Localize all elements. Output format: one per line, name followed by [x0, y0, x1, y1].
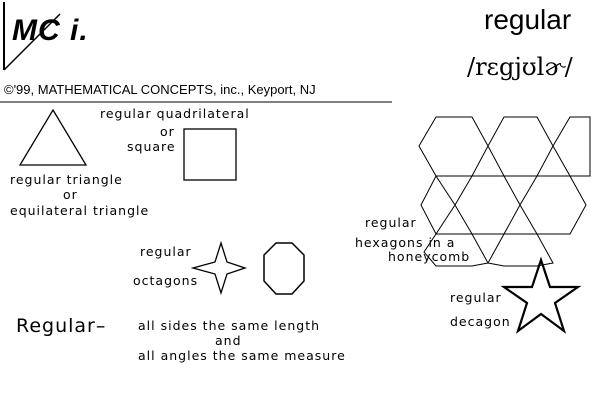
hex-label-1: regular — [365, 215, 417, 230]
tri-label-2: or — [63, 187, 78, 202]
honeycomb — [418, 116, 591, 267]
hexagon-cell — [418, 116, 489, 177]
oct-label-2: octagons — [133, 273, 199, 288]
hexagon-cell — [423, 233, 489, 267]
definition-line-3: all angles the same measure — [138, 348, 346, 363]
hex-label-3: honeycomb — [388, 249, 471, 264]
hexagon-cell — [487, 233, 554, 267]
oct-label-1: regular — [140, 244, 192, 259]
dec-label-1: regular — [450, 290, 502, 305]
logo-text: MC i. — [12, 14, 89, 47]
hexagon-cell — [519, 175, 587, 235]
copyright: ©'99, MATHEMATICAL CONCEPTS, inc., Keypo… — [4, 82, 316, 97]
hexagon-cell — [487, 116, 554, 177]
hexagon-cell — [420, 175, 456, 235]
logo-diagonal — [3, 13, 61, 71]
tri-label-3: equilateral triangle — [10, 203, 150, 218]
square-shape — [183, 128, 237, 181]
pronunciation: /rɛgjʊlɚ/ — [467, 53, 573, 81]
dec-label-2: decagon — [450, 314, 511, 329]
quad-label-1: regular quadrilateral — [100, 106, 250, 121]
tri-label-1: regular triangle — [10, 172, 123, 187]
definition-line-1: all sides the same length — [138, 318, 321, 333]
entry-word: regular — [484, 4, 572, 35]
definition-line-2: and — [215, 333, 242, 348]
hexagon-cell — [454, 175, 521, 235]
triangle-shape — [18, 108, 88, 166]
definition-term: Regular– — [16, 315, 107, 337]
hexagon-cell — [552, 116, 591, 177]
decagon-star-shape — [500, 256, 582, 334]
quad-label-3: square — [127, 139, 176, 154]
quad-label-2: or — [160, 124, 175, 139]
hex-label-2: hexagons in a — [355, 235, 456, 250]
octagon-shape — [263, 242, 305, 295]
star-octagon-shape — [190, 240, 248, 296]
